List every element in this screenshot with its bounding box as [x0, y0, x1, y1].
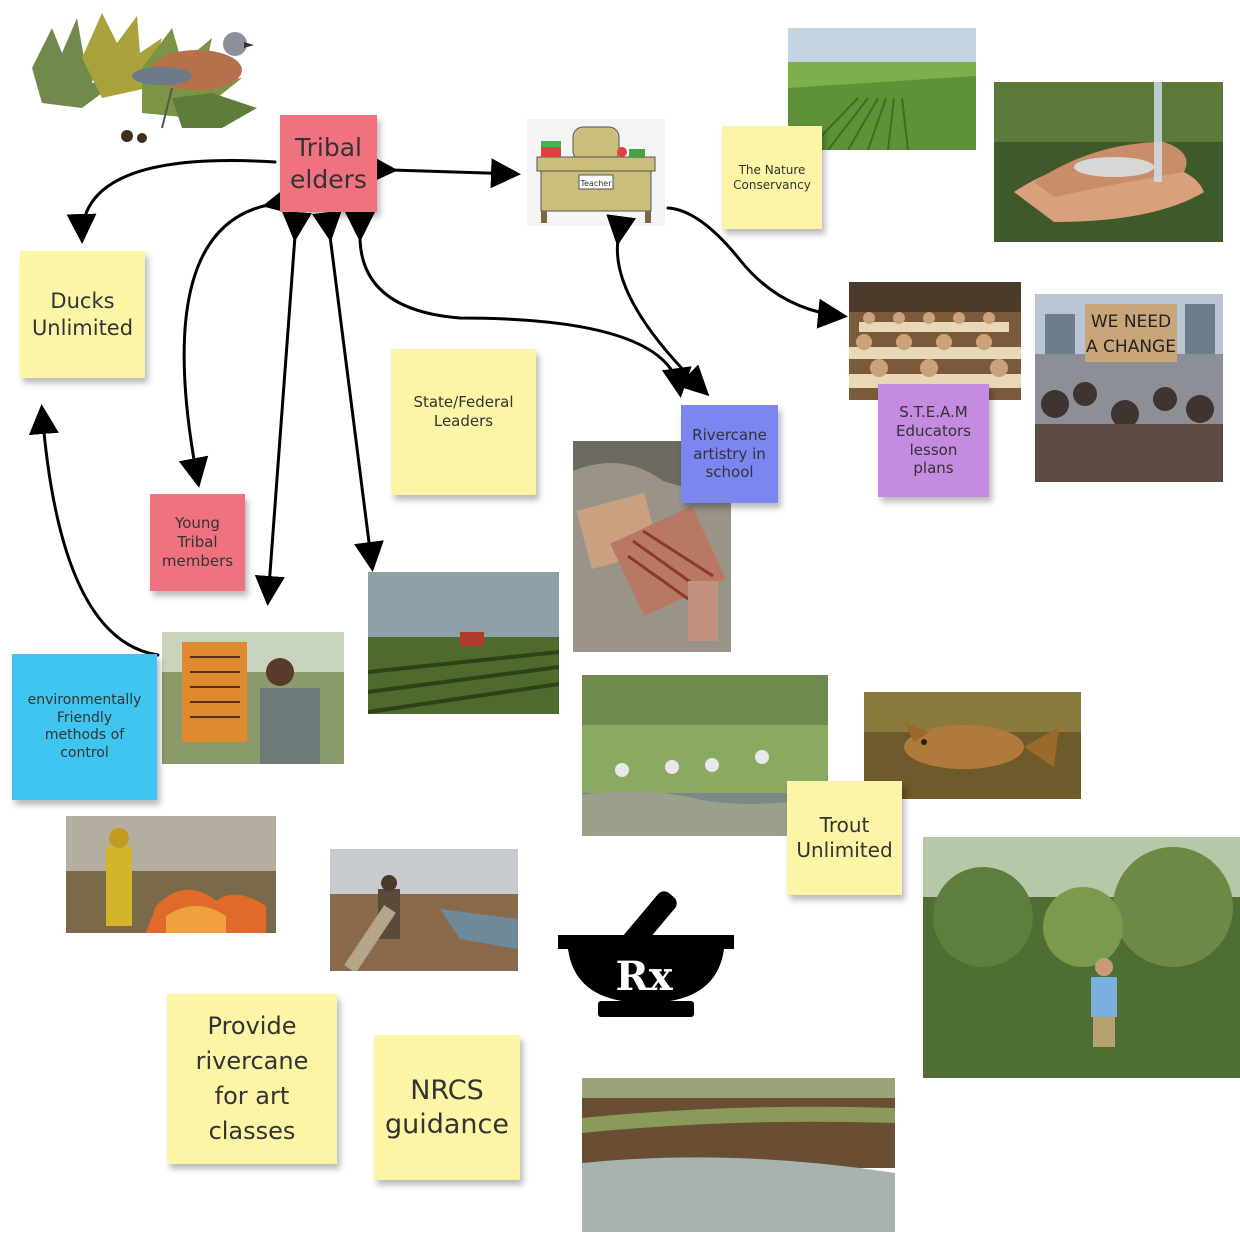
note-trout-unlimited[interactable]: Trout Unlimited [787, 781, 902, 895]
hunter-marsh-photo [330, 849, 518, 971]
note-nrcs-guidance[interactable]: NRCS guidance [374, 1035, 520, 1180]
note-nature-conservancy-text: The Nature Conservancy [733, 162, 811, 192]
note-ducks-unlimited[interactable]: Ducks Unlimited [20, 251, 145, 378]
ranger-sign-photo [162, 632, 344, 764]
arrow-elders-young [178, 185, 295, 488]
eroding-bank-photo [582, 1078, 895, 1232]
rx-symbol: Rx [615, 953, 673, 1000]
note-nrcs-guidance-text: NRCS guidance [384, 1074, 509, 1140]
note-rivercane-artistry[interactable]: Rivercane artistry in school [681, 405, 778, 503]
note-young-tribal-members-text: Young Tribal members [161, 514, 234, 570]
note-trout-unlimited-text: Trout Unlimited [796, 813, 893, 862]
prescribed-burn-photo [66, 816, 276, 933]
note-steam-educators-text: S.T.E.A.M Educators lesson plans [896, 403, 971, 478]
hands-water-photo [994, 82, 1223, 242]
note-tribal-elders-text: Tribal elders [290, 133, 367, 194]
note-tribal-elders[interactable]: Tribal elders [280, 115, 377, 212]
note-ducks-unlimited-text: Ducks Unlimited [31, 289, 134, 340]
cornfield-photo [788, 28, 976, 150]
note-nature-conservancy[interactable]: The Nature Conservancy [722, 126, 822, 229]
protest-sign-line1: WE NEED [1091, 312, 1171, 332]
note-env-friendly-control-text: environmentally Friendly methods of cont… [27, 692, 142, 761]
note-rivercane-artistry-text: Rivercane artistry in school [692, 425, 767, 482]
note-steam-educators[interactable]: S.T.E.A.M Educators lesson plans [878, 384, 989, 497]
note-provide-rivercane-text: Provide rivercane for art classes [195, 1012, 309, 1145]
note-state-federal-leaders-text: State/Federal Leaders [413, 393, 514, 430]
note-young-tribal-members[interactable]: Young Tribal members [150, 494, 245, 591]
mortar-pestle-rx-icon: Rx [558, 875, 734, 1020]
note-provide-rivercane[interactable]: Provide rivercane for art classes [167, 994, 337, 1164]
arrow-env-to-ducks [28, 404, 160, 657]
teacher-label: Teacher [579, 179, 612, 188]
classroom-photo [849, 282, 1021, 400]
note-env-friendly-control[interactable]: environmentally Friendly methods of cont… [12, 654, 157, 800]
protest-photo: WE NEED A CHANGE [1035, 294, 1223, 482]
arrow-elders-to-ducks [66, 159, 277, 244]
bird-oak-leaves-illustration [22, 8, 262, 146]
note-state-federal-leaders[interactable]: State/Federal Leaders [391, 349, 536, 495]
rivercane-thicket-photo [923, 837, 1240, 1078]
arrow-elders-tractor [312, 210, 384, 572]
arrow-elders-ranger [254, 210, 312, 606]
teacher-desk-illustration: Teacher [527, 119, 665, 226]
arrow-desk-rivercane [606, 214, 710, 397]
arrow-elders-desk [367, 154, 521, 189]
protest-sign-line2: A CHANGE [1086, 337, 1176, 357]
trout-photo [864, 692, 1081, 799]
tractor-field-photo [368, 572, 559, 714]
